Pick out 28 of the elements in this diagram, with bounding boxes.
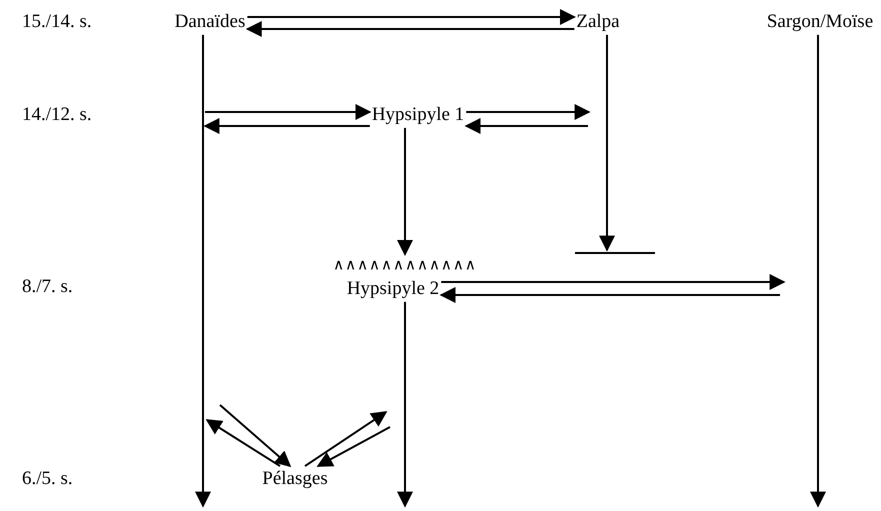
arrow [247, 9, 576, 25]
node-label: Hypsipyle 2 [346, 278, 440, 300]
arrow [246, 21, 574, 37]
arrow [316, 426, 390, 467]
arrow [397, 302, 413, 508]
arrow [203, 118, 370, 134]
period-label: 15./14. s. [22, 11, 92, 33]
node-label: Zalpa [576, 11, 620, 33]
arrow [464, 118, 588, 134]
arrow [304, 411, 388, 467]
arrow [466, 104, 591, 120]
arrow [599, 34, 615, 252]
arrow [441, 274, 786, 290]
arrow [810, 34, 826, 508]
node-label: Danaïdes [174, 11, 246, 33]
node-label: Hypsipyle 1 [372, 104, 464, 126]
period-label: 6./5. s. [22, 468, 73, 490]
caret-row: ∧∧∧∧∧∧∧∧∧∧∧∧ [333, 256, 477, 274]
arrow [206, 419, 281, 467]
arrow [219, 404, 292, 468]
arrow [205, 104, 372, 120]
node-label: Sargon/Moïse [766, 11, 874, 33]
period-label: 8./7. s. [22, 276, 73, 298]
arrow [440, 287, 780, 303]
node-label: Pélasges [262, 468, 328, 490]
arrow [195, 34, 211, 508]
period-label: 14./12. s. [22, 104, 92, 126]
arrow [397, 128, 413, 256]
